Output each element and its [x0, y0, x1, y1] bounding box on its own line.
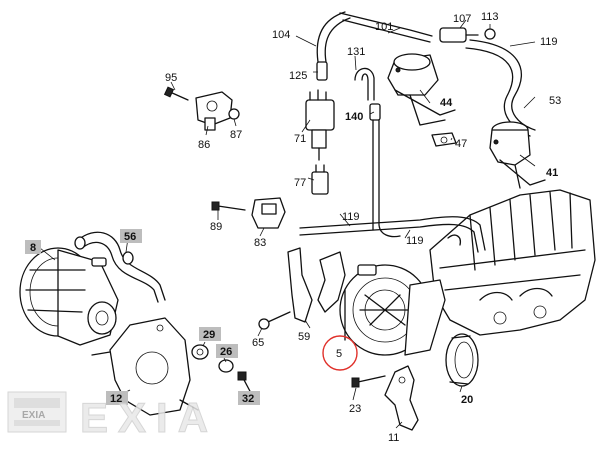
hose-119-top	[465, 39, 536, 137]
callout-104: 104	[272, 29, 290, 41]
callout-labels: 104 101 107 113 119 131 125 95 53 44 140…	[25, 11, 561, 444]
valve-44	[387, 53, 456, 126]
watermark-brand-text: EXIA	[80, 394, 218, 441]
vacuum-line	[372, 119, 401, 238]
watermark-logo: EXIA EXIA	[7, 391, 218, 442]
callout-119-mid: 119	[342, 211, 360, 223]
bracket-11	[384, 365, 419, 431]
leader-lines	[39, 19, 536, 429]
hose-101	[339, 12, 433, 43]
bracket-86	[195, 91, 233, 131]
callout-95: 95	[165, 72, 177, 84]
sensor-83	[251, 197, 286, 229]
callout-29: 29	[203, 329, 215, 341]
bracket-59	[287, 247, 346, 323]
hose-56	[74, 231, 166, 303]
callout-113: 113	[481, 11, 499, 23]
screw-89	[211, 201, 246, 211]
callout-83: 83	[254, 237, 266, 249]
fitting-140	[369, 103, 381, 121]
ring-87	[228, 108, 240, 120]
watermark-badge-text: EXIA	[22, 410, 45, 421]
callout-8: 8	[30, 242, 36, 254]
callout-89: 89	[210, 221, 222, 233]
callout-101: 101	[375, 21, 393, 33]
air-pump-5	[339, 264, 446, 356]
connector-107	[439, 27, 479, 43]
callout-87: 87	[230, 129, 242, 141]
callout-5: 5	[336, 348, 342, 360]
callout-47: 47	[455, 138, 467, 150]
callout-12: 12	[110, 393, 122, 405]
bushing-26	[218, 359, 234, 373]
callout-125: 125	[289, 70, 307, 82]
callout-140: 140	[345, 111, 363, 123]
callout-77: 77	[294, 177, 306, 189]
callout-20: 20	[461, 394, 473, 406]
callout-71: 71	[294, 133, 306, 145]
callout-box-56	[120, 229, 142, 243]
ring-20	[445, 333, 479, 387]
gasket-47	[431, 132, 457, 147]
callout-11: 11	[388, 432, 399, 444]
callout-86: 86	[198, 139, 210, 151]
hose-131	[354, 67, 375, 101]
callout-23: 23	[349, 403, 361, 415]
clamp-113	[484, 28, 496, 40]
callout-131: 131	[347, 46, 365, 58]
callout-32: 32	[242, 393, 254, 405]
callout-119-low: 119	[406, 235, 424, 247]
callout-box-29	[199, 327, 221, 341]
callout-44: 44	[440, 97, 453, 109]
hose-119-mid	[299, 216, 486, 253]
callout-107: 107	[453, 13, 471, 25]
intake-manifold	[429, 189, 596, 336]
bracket-12	[91, 317, 199, 416]
bolt-23	[351, 375, 386, 388]
callout-41: 41	[546, 167, 558, 179]
screw-95	[163, 86, 189, 101]
callout-box-32	[238, 391, 260, 405]
callout-box-26	[216, 344, 238, 358]
valve-41	[489, 121, 546, 189]
highlight-circle-5	[322, 335, 358, 371]
connector-77	[311, 164, 329, 195]
bushing-29	[191, 344, 209, 360]
callout-56: 56	[124, 231, 136, 243]
alternator-8	[19, 247, 119, 346]
callout-box-12	[106, 391, 128, 405]
callout-59: 59	[298, 331, 310, 343]
callout-box-8	[25, 240, 41, 254]
callout-53: 53	[549, 95, 561, 107]
hose-104	[316, 11, 351, 63]
cap-125	[316, 61, 328, 81]
valve-71	[305, 89, 335, 161]
callout-65: 65	[252, 337, 264, 349]
screw-65	[258, 311, 291, 330]
callout-26: 26	[220, 346, 232, 358]
callout-119-top: 119	[540, 36, 558, 48]
